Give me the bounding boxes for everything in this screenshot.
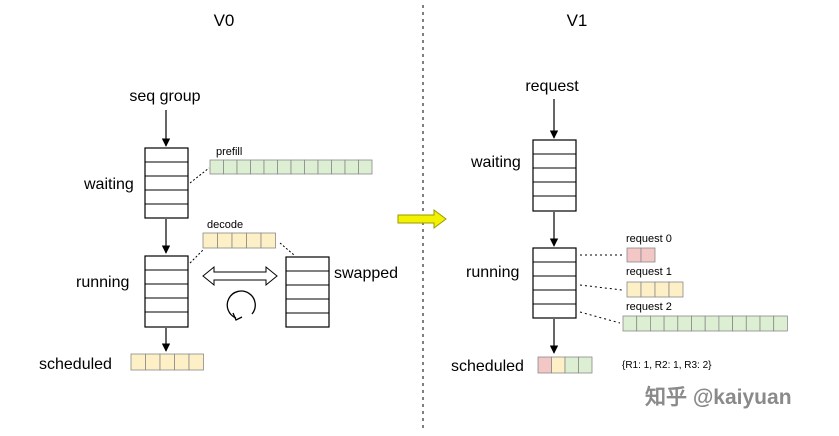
request-2-token-cell bbox=[704, 315, 720, 332]
v0-title: V0 bbox=[214, 11, 235, 30]
v0-scheduled-token-cell bbox=[130, 353, 146, 371]
v0-waiting-label: waiting bbox=[83, 176, 134, 193]
v0-scheduled-bar bbox=[130, 353, 204, 371]
decode-token-cell bbox=[231, 232, 247, 249]
decode-token-cell bbox=[217, 232, 233, 249]
v1-request-0-label: request 0 bbox=[626, 233, 672, 245]
request-1-token-cell bbox=[668, 281, 684, 298]
v1-request-2-bar bbox=[622, 315, 788, 332]
v1-waiting-label: waiting bbox=[470, 154, 521, 171]
request-1-token-cell bbox=[626, 281, 642, 298]
v1-running-label: running bbox=[466, 264, 519, 281]
v1-scheduled-token-cell bbox=[564, 356, 579, 374]
request-2-token-cell bbox=[718, 315, 734, 332]
request-2-token-cell bbox=[677, 315, 692, 332]
v0-decode-bar bbox=[202, 232, 276, 249]
v0-decode-label: decode bbox=[207, 219, 243, 231]
v1-request-1-connector bbox=[579, 284, 623, 291]
v0-prefill-label: prefill bbox=[216, 146, 242, 158]
v0-scheduled-token-cell bbox=[159, 353, 175, 371]
request-1-token-cell bbox=[654, 281, 670, 298]
request-2-token-cell bbox=[691, 315, 706, 332]
v1-request-2-label: request 2 bbox=[626, 301, 672, 313]
v0-waiting-queue bbox=[144, 147, 189, 219]
v1-request-0: request 0 bbox=[580, 233, 672, 263]
v1-request-2-connector bbox=[579, 311, 621, 324]
request-2-token-cell bbox=[773, 315, 788, 332]
prefill-token-cell bbox=[263, 159, 278, 175]
request-2-token-cell bbox=[759, 315, 775, 332]
request-0-token-cell bbox=[626, 247, 642, 263]
v1-scheduled-token-cell bbox=[537, 356, 552, 374]
v0-swapped-queue bbox=[285, 256, 330, 328]
v0-scheduled-token-cell bbox=[188, 353, 204, 371]
prefill-token-cell bbox=[223, 159, 238, 175]
v0-swapped-label: swapped bbox=[334, 265, 398, 282]
request-2-token-cell bbox=[732, 315, 747, 332]
prefill-token-cell bbox=[344, 159, 359, 175]
request-1-token-cell bbox=[640, 281, 656, 298]
v0-prefill-bar bbox=[209, 159, 373, 175]
v0-prefill-connector bbox=[189, 167, 210, 184]
v1-request-label: request bbox=[525, 78, 579, 95]
decode-token-cell bbox=[202, 232, 218, 249]
v0-running-label: running bbox=[76, 274, 129, 291]
prefill-token-cell bbox=[358, 159, 373, 175]
request-2-token-cell bbox=[663, 315, 679, 332]
watermark-text: 知乎 @kaiyuan bbox=[645, 385, 792, 409]
prefill-token-cell bbox=[277, 159, 292, 175]
v1-request-1-label: request 1 bbox=[626, 266, 672, 278]
v0-seq-group-label: seq group bbox=[129, 88, 200, 105]
request-2-token-cell bbox=[745, 315, 761, 332]
v1-running-queue bbox=[532, 247, 577, 319]
v1-request-1-bar bbox=[626, 281, 684, 298]
v1-scheduled-token-cell bbox=[578, 356, 593, 374]
decode-token-cell bbox=[246, 232, 262, 249]
prefill-token-cell bbox=[317, 159, 332, 175]
request-0-token-cell bbox=[640, 247, 656, 263]
v0-swap-double-arrow bbox=[202, 265, 278, 287]
request-2-token-cell bbox=[636, 315, 651, 332]
v1-scheduled-label: scheduled bbox=[451, 358, 524, 375]
v1-scheduled-bar bbox=[537, 356, 593, 374]
v1-waiting-queue bbox=[532, 139, 577, 212]
v0-running-queue bbox=[144, 255, 189, 328]
v0-decode-connector-left bbox=[189, 248, 205, 264]
cycle-arrow-icon bbox=[226, 290, 256, 321]
v1-scheduled-token-cell bbox=[551, 356, 566, 374]
v1-request-1: request 1 bbox=[579, 266, 684, 298]
v1-schedule-map: {R1: 1, R2: 1, R3: 2} bbox=[622, 360, 712, 371]
decode-token-cell bbox=[260, 232, 276, 249]
transition-arrow bbox=[397, 209, 447, 229]
prefill-token-cell bbox=[236, 159, 251, 175]
v0-scheduled-label: scheduled bbox=[39, 356, 112, 373]
request-2-token-cell bbox=[622, 315, 638, 332]
prefill-token-cell bbox=[331, 159, 346, 175]
v0-scheduled-token-cell bbox=[145, 353, 161, 371]
v1-title: V1 bbox=[567, 11, 588, 30]
prefill-token-cell bbox=[250, 159, 265, 175]
v0-decode-connector-right bbox=[279, 242, 295, 256]
prefill-token-cell bbox=[290, 159, 305, 175]
request-2-token-cell bbox=[650, 315, 665, 332]
v0-scheduled-token-cell bbox=[174, 353, 190, 371]
prefill-token-cell bbox=[304, 159, 319, 175]
v1-request-0-bar bbox=[626, 247, 656, 263]
v1-request-2: request 2 bbox=[579, 301, 788, 332]
prefill-token-cell bbox=[209, 159, 224, 175]
